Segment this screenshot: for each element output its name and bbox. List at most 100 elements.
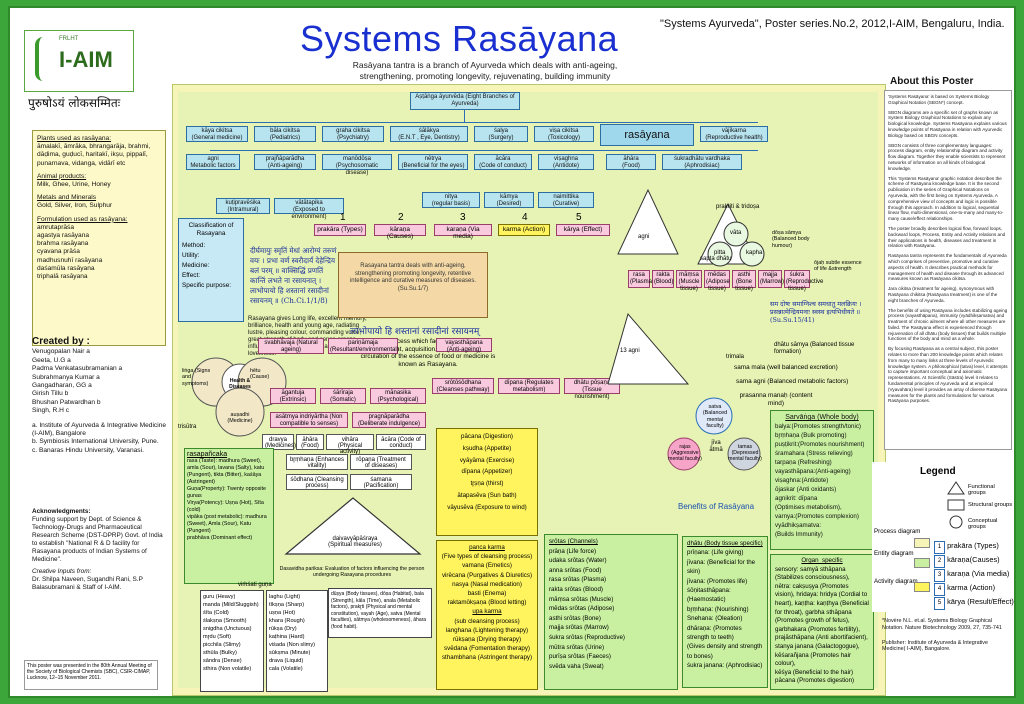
logo-small-text: FRLHT: [59, 36, 79, 42]
agni-triangle: [617, 188, 679, 255]
rasapancaka-box: rasapañcaka rasa (Taste): madhura (Sweet…: [184, 448, 274, 584]
logo-name: I-AIM: [59, 47, 113, 72]
plants-heading: Plants used as rasāyana:: [37, 135, 112, 142]
tamas-circle: [727, 437, 761, 471]
row3-box: naimittika(Curative): [538, 192, 594, 208]
ack-heading: Acknowledgments:: [32, 508, 91, 515]
connector: [464, 110, 465, 122]
agni13-label: 13 agni: [620, 348, 640, 354]
gunas-diagram: [667, 397, 761, 471]
affiliation: a. Institute of Ayurveda & Integrative M…: [32, 421, 167, 438]
formulation-item: amrutaprāśa: [37, 223, 75, 231]
prasanna-label: prasanna manaḥ (content mind): [739, 392, 813, 407]
branch-box: bāla cikitsa(Pediatrics): [254, 126, 316, 142]
creative-heading: Creative Inputs from:: [32, 568, 92, 575]
rasayana-definition: That process which facilitates optimum m…: [360, 338, 496, 368]
row3-box: kuṭipravēśika(Intramural): [216, 198, 270, 214]
branch-box: vājīkarna(Reproductive health): [700, 126, 768, 142]
legend-activity: Activity diagram: [874, 578, 918, 585]
benefits-title: Benefits of Rasāyana: [678, 502, 755, 511]
author: Subrahmanya Kumar a: [32, 373, 100, 381]
sarvanga-list: Sarvāṅga (Whole body) balya:(Promotes st…: [770, 410, 874, 550]
circle-icon: [949, 515, 963, 529]
srotas-verse: [562, 448, 668, 524]
plants-panel: Plants used as rasāyana: āmalakī, āmrāka…: [32, 130, 166, 346]
classification-item: Effect:: [182, 272, 200, 279]
row2-box: viṣaghna(Antidote): [538, 154, 594, 170]
legend-entity: Entity diagram: [874, 550, 914, 557]
about-heading: About this Poster: [890, 76, 974, 87]
dipana-box: dīpana (Regulates metabolism): [498, 378, 560, 394]
about-panel: 'Systems Rasāyana' is based on Systems B…: [884, 90, 1012, 450]
hetu-label: hētu (Cause): [250, 368, 270, 381]
row3-box: kāmya(Desired): [484, 192, 534, 208]
tree-root: Aṣṭāṅga āyurvēda (Eight Branches of Ayur…: [410, 92, 520, 110]
satva-circle: [695, 397, 733, 435]
classification-item: Medicine:: [182, 262, 210, 269]
numbered-box-via-media: karaṇa (Via media): [434, 224, 492, 240]
connector: [210, 122, 758, 123]
row2-box: āhāra(Food): [606, 154, 656, 170]
legend-numbered: 1 prakāra (Types) 2 kāraṇa(Causes) 3 kar…: [934, 540, 1014, 610]
branch-box: kāya cikitsa(General medicine): [186, 126, 248, 142]
dhatu-box: rakta (Blood): [652, 270, 674, 288]
ausadhi-label: auṣadhi (Medicine): [227, 412, 253, 425]
page-title: Systems Rasāyana: [300, 18, 619, 59]
dhatuposana-box: dhātu pōṣaṇa (Tissue nourishment): [564, 378, 620, 400]
author: Padma Venkatasubramanian a: [32, 365, 123, 373]
author: Singh, R.H c: [32, 407, 70, 415]
plants-list: āmalakī, āmrāka, bhrangarāja, brahmi, dā…: [37, 143, 151, 167]
brmhana-box: br̥ṃhaṇa (Enhances vitality): [286, 454, 348, 470]
creative-text: Dr. Shilpa Naveen, Sugandhi Rani, S.P Ba…: [32, 576, 143, 591]
pacana-list: pācana (Digestion) kṣudha (Appetite) vyā…: [436, 428, 538, 536]
pancakarma-list: panca karma (Five types of cleansing pro…: [436, 540, 538, 690]
classification-title: Classification of Rasayana: [188, 222, 234, 237]
dhatu-box: śukra (Reproductive tissue): [784, 270, 824, 292]
author: Girish Tillu b: [32, 390, 69, 398]
row2-box: prajñāparādha(Anti-ageing): [254, 154, 316, 170]
leaf-icon: [35, 37, 55, 81]
ropana-box: rōpaṇa (Treatment of diseases): [350, 454, 412, 470]
rasayana-box: rasāyana: [600, 124, 694, 146]
metals-list: Gold, Silver, Iron, Sulphur: [37, 202, 113, 210]
sama-mala-label: sama mala (well balanced excretion): [734, 364, 838, 371]
metals-heading: Metals and Minerals: [37, 194, 97, 202]
trimala-label: trimala: [726, 354, 745, 360]
row2-box: śukradhātu vardhaka(Aphrodisiac): [662, 154, 742, 170]
sarira-box: śārīraja (Somatic): [320, 388, 366, 404]
legend-activity-swatch: [914, 582, 930, 592]
footnote: This poster was presented in the 80th An…: [24, 660, 158, 690]
rajas-label: rajas (Aggressive mental faculty): [668, 444, 702, 463]
agni-label: agni: [638, 234, 650, 240]
sapta-dhatu-label: sapta dhātu: [700, 256, 732, 262]
acara-box: ācāra (Code of conduct): [376, 434, 426, 450]
vata-label: vāta: [730, 230, 742, 236]
triangle-icon: [947, 481, 965, 495]
health-label: Health & Diseases: [229, 378, 251, 390]
author: Venugopalan Nair a: [32, 348, 90, 356]
organ-specific-list: Organ_specific sensory: samyā sthāpana (…: [770, 554, 874, 690]
samana-box: śamana (Pacification): [350, 474, 412, 490]
sodhana-box: śōdhana (Cleansing process): [286, 474, 348, 490]
daiva-triangle: [284, 497, 422, 555]
connector: [210, 150, 758, 151]
trisutra-label: trisūtra: [178, 424, 197, 430]
legend-process: Process diagram: [874, 528, 921, 535]
asatmya-box: asātmya indriyārtha (Non compatible to s…: [270, 412, 348, 428]
dasavidha-list: dūṣya (Body tissues), dōṣa (Habitat), ba…: [328, 588, 432, 638]
dhatu-box: māṃsa (Muscle tissue): [676, 270, 702, 292]
prajna-box: pragnāparādha (Deliberate indulgence): [352, 412, 426, 428]
references: *Novère N.L. et.al. Systems Biology Grap…: [882, 618, 1002, 653]
dhatu-box: majja (Marrow): [758, 270, 784, 288]
formulation-heading: Formulation used as rasāyana:: [37, 215, 128, 223]
agantuja-box: āgantuja (Extrinsic): [270, 388, 316, 404]
svabhava-box: svabhāvaja (Natural ageing): [258, 338, 324, 354]
citation: "Systems Ayurveda", Poster series.No.2, …: [660, 18, 1005, 30]
dosha-dhatu-diagram: [608, 188, 765, 385]
numbered-box-effect: kārya (Effect): [556, 224, 610, 236]
number-label: 2: [398, 212, 404, 223]
numbered-box-action: karma (Action): [498, 224, 550, 236]
legend-structural: Structural groups: [968, 502, 1013, 508]
kapha-label: kapha: [746, 250, 763, 256]
legend-shapes: [947, 481, 965, 529]
